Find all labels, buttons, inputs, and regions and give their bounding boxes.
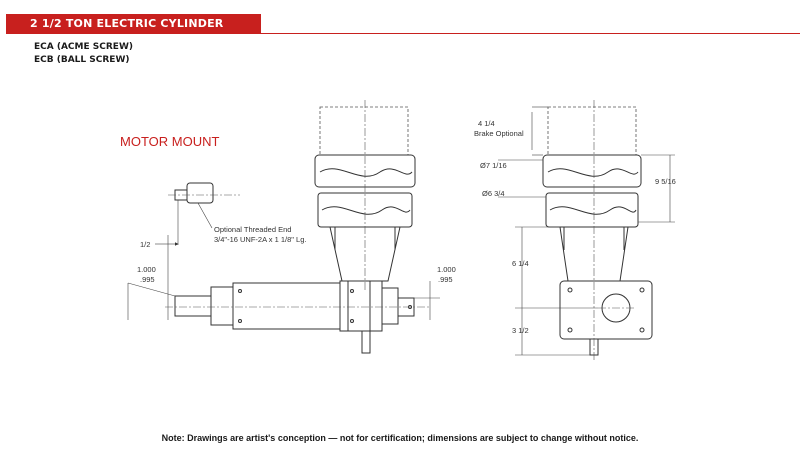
model-eca: ECA (ACME SCREW) bbox=[34, 42, 133, 52]
dim-height-base: 3 1/2 bbox=[512, 326, 529, 335]
thread-callout-line2: 3/4"-16 UNF-2A x 1 1/8" Lg. bbox=[214, 235, 306, 244]
title-bar: 2 1/2 TON ELECTRIC CYLINDER bbox=[6, 14, 261, 34]
footer-note: Note: Drawings are artist's conception —… bbox=[161, 433, 639, 443]
motor-side bbox=[314, 100, 416, 290]
side-view: Optional Threaded End 3/4"-16 UNF-2A x 1… bbox=[127, 100, 456, 354]
end-view: 4 1/4 Brake Optional Ø7 1/16 Ø6 3/4 9 5/… bbox=[474, 100, 676, 360]
section-label: MOTOR MOUNT bbox=[120, 134, 220, 149]
dim-right-upper: 1.000 bbox=[437, 265, 456, 274]
dim-rod-offset: 1/2 bbox=[140, 240, 150, 249]
page-title: 2 1/2 TON ELECTRIC CYLINDER bbox=[30, 17, 224, 30]
dim-brake-label: Brake Optional bbox=[474, 129, 524, 138]
dim-height-mount: 6 1/4 bbox=[512, 259, 529, 268]
dim-height-motor: 9 5/16 bbox=[655, 177, 676, 186]
dim-dia-lower: Ø6 3/4 bbox=[482, 189, 505, 198]
threaded-end-detail bbox=[168, 182, 240, 245]
dim-dia-upper: Ø7 1/16 bbox=[480, 161, 507, 170]
dim-left-lower: .995 bbox=[140, 275, 155, 284]
dim-left-upper: 1.000 bbox=[137, 265, 156, 274]
dim-brake-value: 4 1/4 bbox=[478, 119, 495, 128]
thread-callout-line1: Optional Threaded End bbox=[214, 225, 291, 234]
title-rule bbox=[261, 33, 800, 34]
dim-right-lower: .995 bbox=[438, 275, 453, 284]
cylinder-side bbox=[165, 280, 430, 354]
model-ecb: ECB (BALL SCREW) bbox=[34, 55, 130, 65]
